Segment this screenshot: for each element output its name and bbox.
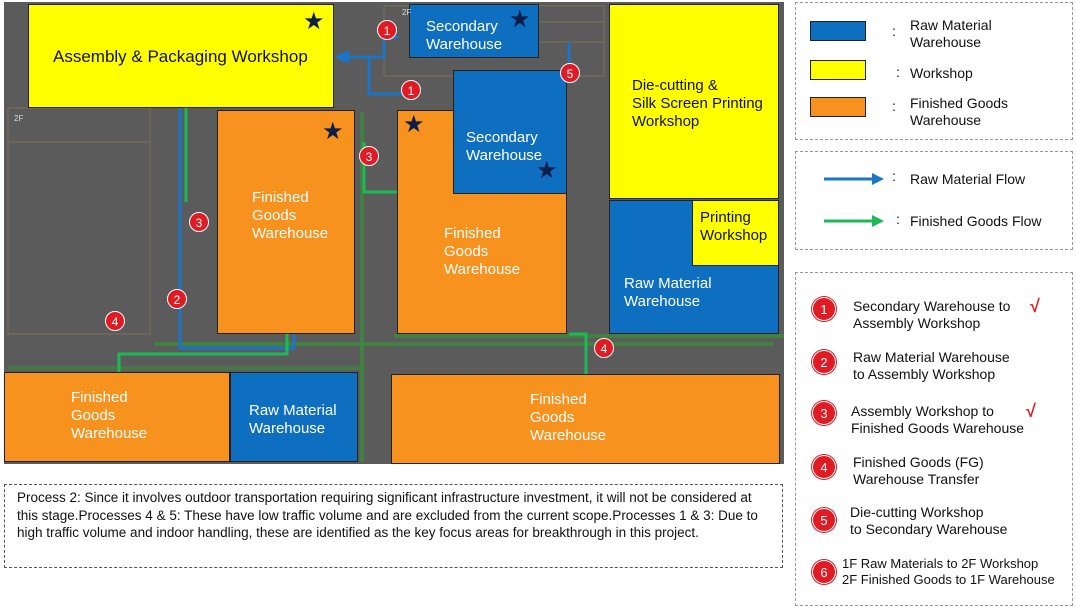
legend-area-types: : Raw Material Warehouse : Workshop : Fi… — [795, 2, 1073, 140]
process-text: 1F Raw Materials to 2F Workshop 2F Finis… — [842, 556, 1055, 587]
die-cutting-workshop: Die-cutting & Silk Screen Printing Works… — [609, 4, 779, 199]
process-text: Finished Goods (FG) Warehouse Transfer — [853, 454, 984, 487]
secondary-warehouse-top-label: Secondary Warehouse — [426, 18, 503, 53]
map-badge-5: 5 — [560, 63, 580, 83]
floor-label-2f: 2F — [402, 8, 412, 17]
legend-colon: : — [892, 23, 896, 39]
process-badge: 1 — [812, 297, 836, 321]
fg-flow-arrow-icon — [824, 215, 884, 227]
raw-bottom-label: Raw Material Warehouse — [249, 402, 337, 437]
process-badge: 2 — [812, 350, 836, 374]
fg-left-label: Finished Goods Warehouse — [252, 189, 329, 242]
legend-finished-goods: Finished Goods Warehouse — [910, 95, 1009, 128]
star-icon: ★ — [509, 6, 531, 33]
legend-colon: : — [892, 98, 896, 114]
map-badge-4: 4 — [105, 311, 125, 331]
process-badge: 4 — [812, 455, 836, 479]
finished-goods-swatch — [810, 97, 866, 117]
map-badge-3: 3 — [189, 212, 209, 232]
star-icon: ★ — [322, 118, 344, 145]
process-note: Process 2: Since it involves outdoor tra… — [4, 484, 783, 568]
process-text: Raw Material Warehouse to Assembly Works… — [853, 349, 1010, 382]
star-icon: ★ — [536, 157, 558, 184]
process-text: Secondary Warehouse to Assembly Workshop — [853, 298, 1011, 331]
secondary-warehouse-mid-label: Secondary Warehouse — [466, 129, 543, 164]
secondary-warehouse-top: Secondary Warehouse — [409, 4, 539, 58]
process-badge: 6 — [812, 560, 836, 584]
floor-plan-lines — [7, 5, 784, 462]
legend-fg-flow: Finished Goods Flow — [910, 213, 1042, 229]
legend-colon: : — [896, 211, 900, 227]
assembly-packaging-workshop: Assembly & Packaging Workshop — [28, 4, 334, 108]
legend-flows: : Raw Material Flow : Finished Goods Flo… — [795, 151, 1073, 250]
printing-label: Printing Workshop — [700, 209, 768, 244]
star-icon: ★ — [403, 111, 425, 138]
process-text: Assembly Workshop to Finished Goods Ware… — [851, 403, 1025, 436]
secondary-warehouse-mid: Secondary Warehouse — [453, 70, 567, 194]
finished-goods-warehouse-center: Finished Goods Warehouse — [397, 110, 567, 334]
check-mark: √ — [1030, 296, 1040, 316]
legend-raw-material: Raw Material Warehouse — [910, 17, 992, 50]
finished-goods-warehouse-bottom-right: Finished Goods Warehouse — [391, 374, 780, 464]
finished-goods-warehouse-left: Finished Goods Warehouse — [217, 110, 355, 334]
check-mark: √ — [1026, 401, 1036, 421]
map-badge-1: 1 — [401, 80, 421, 100]
fg-center-label: Finished Goods Warehouse — [444, 225, 521, 278]
raw-material-warehouse-bottom: Raw Material Warehouse — [230, 372, 358, 462]
finished-goods-warehouse-bottom-left: Finished Goods Warehouse — [4, 372, 230, 462]
floor-label-2f: 2F — [14, 114, 24, 123]
die-cutting-label: Die-cutting & Silk Screen Printing Works… — [632, 77, 763, 130]
process-text: Die-cutting Workshop to Secondary Wareho… — [850, 504, 1008, 537]
site-map: Assembly & Packaging Workshop Secondary … — [4, 2, 784, 464]
fg-bottom-left-label: Finished Goods Warehouse — [71, 389, 148, 442]
process-list: 1 Secondary Warehouse to Assembly Worksh… — [795, 272, 1073, 606]
raw-right-label: Raw Material Warehouse — [624, 275, 712, 310]
legend-colon: : — [896, 64, 900, 80]
map-badge-2: 2 — [167, 289, 187, 309]
process-badge: 3 — [812, 401, 836, 425]
legend-raw-flow: Raw Material Flow — [910, 171, 1026, 187]
workshop-swatch — [810, 60, 866, 80]
raw-material-swatch — [810, 21, 866, 41]
assembly-label: Assembly & Packaging Workshop — [53, 47, 308, 66]
printing-workshop: Printing Workshop — [692, 200, 779, 266]
legend-colon: : — [892, 168, 896, 184]
raw-flow-arrow-icon — [824, 173, 884, 185]
map-badge-1: 1 — [377, 20, 397, 40]
map-badge-3: 3 — [359, 146, 379, 166]
map-badge-4: 4 — [594, 338, 614, 358]
fg-bottom-right-label: Finished Goods Warehouse — [530, 391, 607, 444]
process-badge: 5 — [812, 508, 836, 532]
legend-workshop: Workshop — [910, 65, 973, 81]
star-icon: ★ — [303, 8, 325, 35]
